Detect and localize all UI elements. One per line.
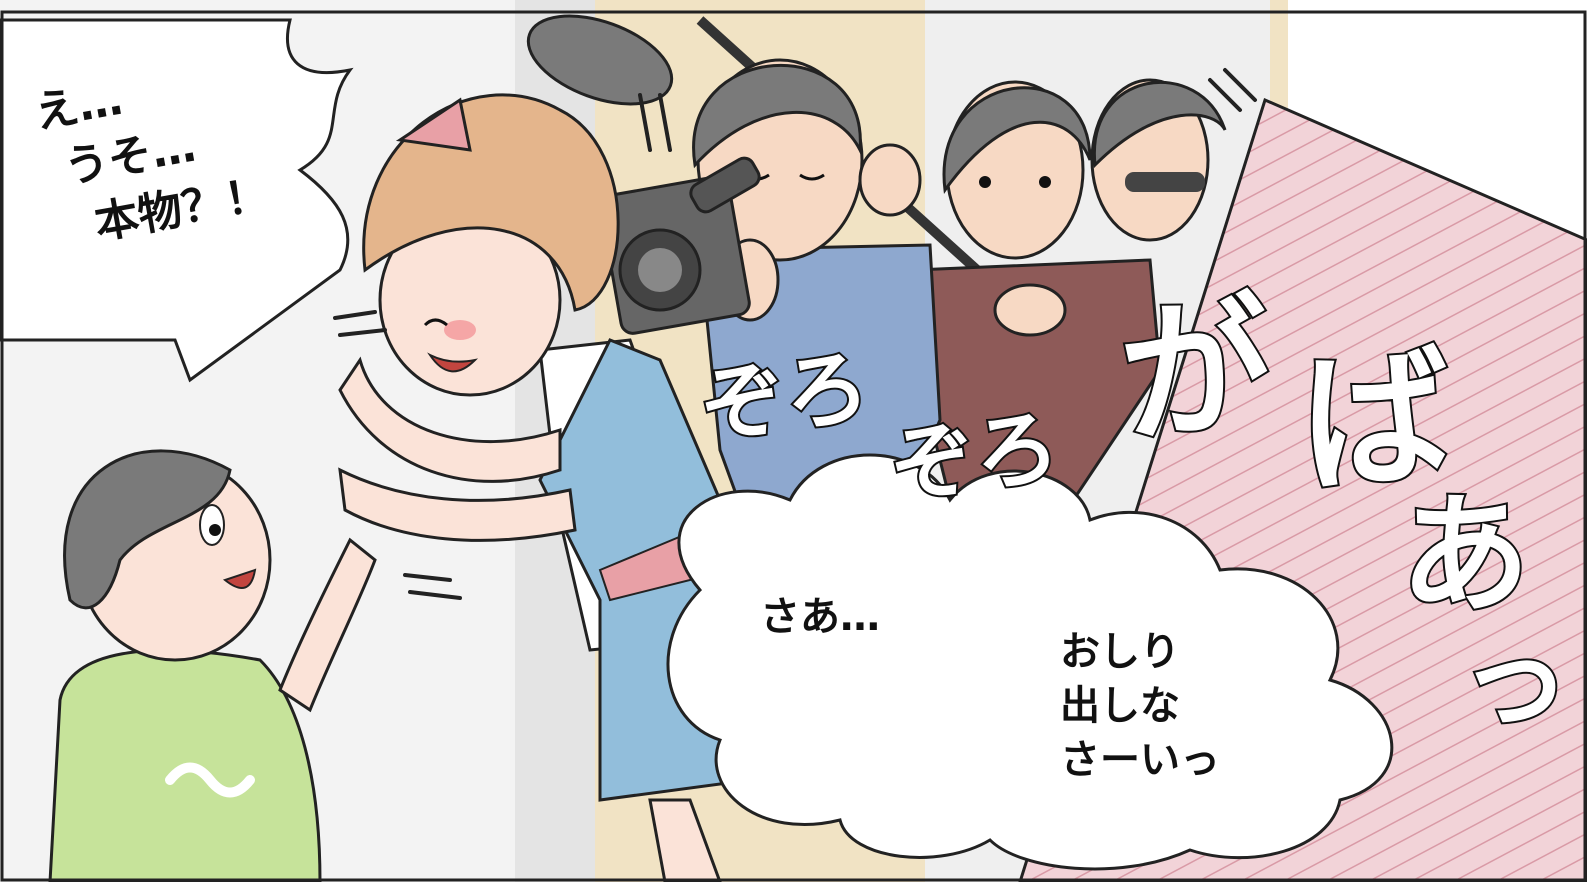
dialogue-line-4: おしり	[1060, 629, 1180, 675]
panel-border	[0, 10, 1587, 882]
dialogue-line-6: さーいっ	[1060, 737, 1220, 783]
sfx-ga: が	[1111, 276, 1282, 469]
left-speech-bubble	[0, 18, 354, 383]
sfx-zoro-2: ぞろ	[883, 395, 1067, 519]
center-dialogue: さあ…	[760, 594, 880, 640]
man-sunglasses	[1090, 78, 1227, 242]
right-dialogue: おしり 出しな さーいっ	[1060, 625, 1220, 787]
left-dialogue: え… うそ… 本物？！	[30, 47, 274, 260]
sfx-zoro-1: ぞろ	[693, 335, 877, 459]
cloud-speech-bubble	[666, 453, 1394, 871]
dialogue-line-5: 出しな	[1060, 683, 1180, 729]
boy-green-shirt	[48, 449, 377, 882]
sfx-a: あ	[1398, 477, 1532, 633]
motion-lines	[333, 68, 1257, 600]
video-camera	[599, 156, 761, 335]
sfx-tsu: っ	[1458, 614, 1572, 746]
